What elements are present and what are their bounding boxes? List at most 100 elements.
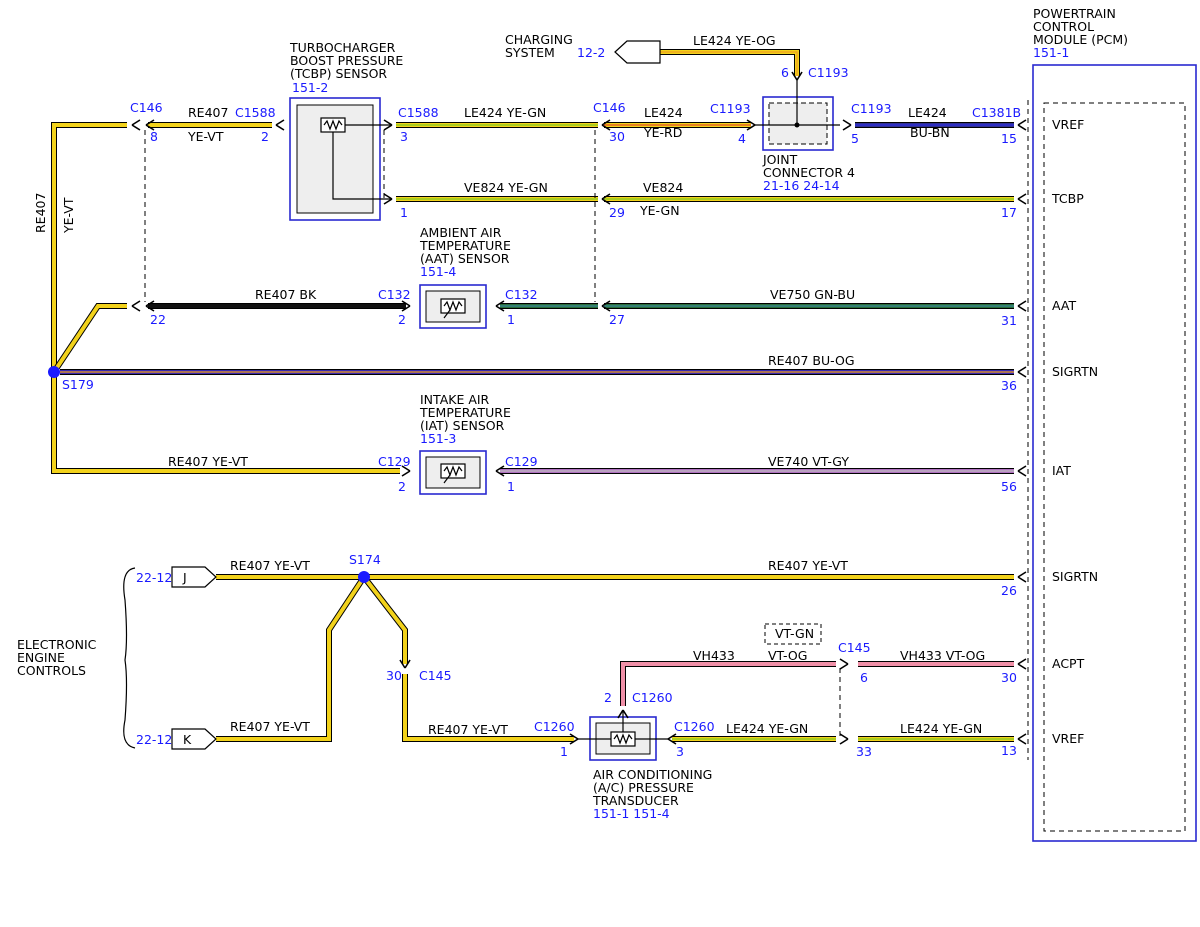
c129-label-b: C129 [505, 454, 538, 469]
pcm-pin-label-vref: VREF [1052, 117, 1084, 132]
pcm-pin-31: 31 [1001, 313, 1017, 328]
pin-1-c1260: 1 [560, 744, 568, 759]
pcm-pin-13: 13 [1001, 743, 1017, 758]
pcm-pin-30: 30 [1001, 670, 1017, 685]
iat-title-1: INTAKE AIR [420, 392, 490, 407]
pcm-title-1: POWERTRAIN [1033, 6, 1116, 21]
wire-re407-yevt-iat: RE407 YE-VT [168, 454, 248, 469]
wire-re407-label: RE407 [188, 105, 228, 120]
pcm-arrow [1017, 119, 1027, 131]
c1381b-label: C1381B [972, 105, 1021, 120]
c146-label-b: C146 [593, 100, 626, 115]
wire-re407-yevt-k: RE407 YE-VT [230, 719, 310, 734]
pcm-title-2: CONTROL [1033, 19, 1094, 34]
ac-pressure-transducer[interactable]: AIR CONDITIONING (A/C) PRESSURE TRANSDUC… [578, 710, 712, 821]
eec-ref-k: 22-12 [136, 732, 172, 747]
wire-le424-yeog-stripe [660, 51, 798, 76]
pin-2-acpt: 2 [604, 690, 612, 705]
c132-label-b: C132 [505, 287, 538, 302]
acpt-title-1: AIR CONDITIONING [593, 767, 712, 782]
pcm-pin-label-iat: IAT [1052, 463, 1071, 478]
tcbp-sensor[interactable]: TURBOCHARGER BOOST PRESSURE (TCBP) SENSO… [289, 40, 403, 221]
pin-4: 4 [738, 131, 746, 146]
aat-ref: 151-4 [420, 264, 456, 279]
c1260-label-b: C1260 [534, 719, 575, 734]
pin-2: 2 [261, 129, 269, 144]
wire-re407-bk: RE407 BK [255, 287, 317, 302]
acpt-title-2: (A/C) PRESSURE [593, 780, 694, 795]
c1588-label-a: C1588 [235, 105, 276, 120]
pcm-module: POWERTRAIN CONTROL MODULE (PCM) 151-1 VR… [1001, 6, 1197, 842]
c145-label-b: C145 [419, 668, 452, 683]
c145-label-a: C145 [838, 640, 871, 655]
wire-ve740: VE740 VT-GY [768, 454, 849, 469]
pcm-pin-26: 26 [1001, 583, 1017, 598]
splice-s179-label: S179 [62, 377, 94, 392]
aat-title-3: (AAT) SENSOR [420, 251, 510, 266]
charging-ref: 12-2 [577, 45, 605, 60]
pin-29: 29 [609, 205, 625, 220]
pin-30: 30 [609, 129, 625, 144]
pcm-pin-label-sigrtn: SIGRTN [1052, 364, 1098, 379]
pcm-arrow [1017, 300, 1027, 312]
pin-3: 3 [400, 129, 408, 144]
pin-6: 6 [781, 65, 789, 80]
splice-s179: S179 [48, 366, 94, 392]
wire-ve824: VE824 [643, 180, 683, 195]
pcm-pin-label-aat: AAT [1052, 298, 1076, 313]
pin-1-tcbp: 1 [400, 205, 408, 220]
wire-vh433-a [621, 662, 836, 706]
pin-8: 8 [150, 129, 158, 144]
tcbp-title-1: TURBOCHARGER [289, 40, 396, 55]
c1260-label-c: C1260 [674, 719, 715, 734]
wire-vtog: VT-OG [768, 648, 807, 663]
wire-vh433: VH433 [693, 648, 735, 663]
charging-system-connector[interactable]: CHARGING SYSTEM 12-2 [505, 32, 661, 64]
wire-re407-vertical: RE407 [33, 193, 48, 233]
tcbp-title-3: (TCBP) SENSOR [290, 66, 387, 81]
pin-2-iat: 2 [398, 479, 406, 494]
wire-le424: LE424 [644, 105, 683, 120]
wire-yerd: YE-RD [643, 125, 682, 140]
joint-connector[interactable]: JOINT CONNECTOR 4 21-16 24-14 [755, 80, 855, 193]
aat-title-1: AMBIENT AIR [420, 225, 502, 240]
wire-yevt-label: YE-VT [187, 129, 224, 144]
pcm-pin-56: 56 [1001, 479, 1017, 494]
acpt-title-3: TRANSDUCER [592, 793, 679, 808]
wire-re407-yevt-branch [52, 304, 127, 374]
tcbp-title-2: BOOST PRESSURE [290, 53, 403, 68]
wire-re407-yevt-loop [52, 123, 400, 473]
pcm-title-3: MODULE (PCM) [1033, 32, 1128, 47]
iat-sensor[interactable]: INTAKE AIR TEMPERATURE (IAT) SENSOR 151-… [419, 392, 511, 495]
c1193-label-c: C1193 [808, 65, 849, 80]
splice-s174: S174 [349, 552, 381, 583]
wire-bubn: BU-BN [910, 125, 950, 140]
c1193-label-a: C1193 [710, 101, 751, 116]
aat-title-2: TEMPERATURE [419, 238, 511, 253]
pcm-ref: 151-1 [1033, 45, 1069, 60]
pcm-pin-15: 15 [1001, 131, 1017, 146]
c146-label: C146 [130, 100, 163, 115]
wire-yegn: YE-GN [639, 203, 680, 218]
joint-title-2: CONNECTOR 4 [763, 165, 855, 180]
pin-33: 33 [856, 744, 872, 759]
dashed-connector-lines [144, 130, 841, 738]
charging-title-1: CHARGING [505, 32, 573, 47]
acpt-ref: 151-1 151-4 [593, 806, 670, 821]
eec-title-2: ENGINE [17, 650, 65, 665]
connector-k: K [183, 732, 192, 747]
c129-label-a: C129 [378, 454, 411, 469]
pcm-arrow [1017, 658, 1027, 670]
eec-title-1: ELECTRONIC [17, 637, 97, 652]
wire-re407-yevt-c1260 [403, 674, 574, 741]
aat-sensor[interactable]: AMBIENT AIR TEMPERATURE (AAT) SENSOR 151… [419, 225, 511, 329]
eec-ref-j: 22-12 [136, 570, 172, 585]
wire-re407-yevt-sigrtn: RE407 YE-VT [768, 558, 848, 573]
joint-title-1: JOINT [762, 152, 798, 167]
wire-re407-yevt-c1260: RE407 YE-VT [428, 722, 508, 737]
electronic-engine-controls[interactable]: ELECTRONIC ENGINE CONTROLS J 22-12 K 22-… [17, 566, 217, 750]
pcm-pin-label-vref-2: VREF [1052, 731, 1084, 746]
iat-title-2: TEMPERATURE [419, 405, 511, 420]
iat-title-3: (IAT) SENSOR [420, 418, 505, 433]
